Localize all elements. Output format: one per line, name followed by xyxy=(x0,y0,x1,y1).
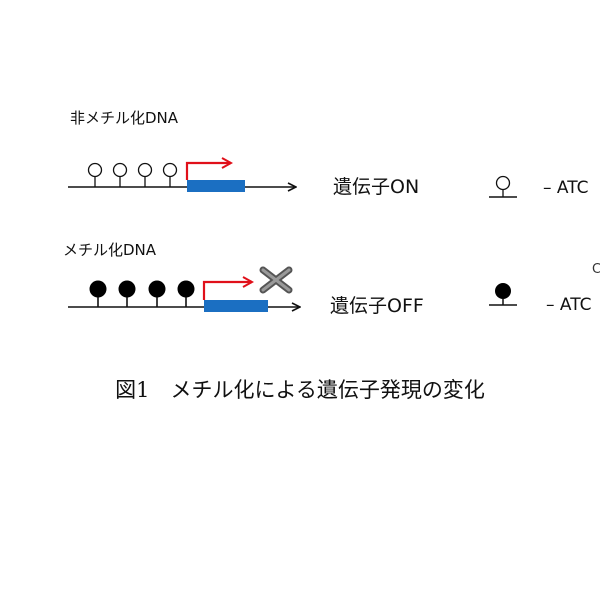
promoter-arrow xyxy=(202,282,252,300)
gene-off-label: 遺伝子OFF xyxy=(330,295,424,317)
methylated-dna-label: メチル化DNA xyxy=(63,241,157,259)
methylation-site-filled xyxy=(177,280,195,307)
legend-open-text: – ATC xyxy=(543,178,589,198)
methylation-site-open xyxy=(137,162,153,187)
methylated-row xyxy=(68,266,300,312)
block-x-mark xyxy=(259,266,293,294)
figure-caption: 図1 メチル化による遺伝子発現の変化 xyxy=(115,378,485,402)
legend-filled-site xyxy=(489,283,517,306)
legend-open-site xyxy=(489,175,517,198)
methylation-site-open xyxy=(112,162,128,187)
gene-box xyxy=(204,300,268,312)
gene-box xyxy=(187,180,245,192)
methylation-site-open xyxy=(162,162,178,187)
methylation-site-open xyxy=(87,162,103,187)
unmethylated-dna-label: 非メチル化DNA xyxy=(70,109,179,127)
methylation-site-filled xyxy=(118,280,136,307)
legend-filled-text: – ATC xyxy=(546,295,592,315)
unmethylated-row xyxy=(68,163,296,192)
promoter-arrow xyxy=(185,163,231,180)
gene-on-label: 遺伝子ON xyxy=(333,176,420,198)
legend-partial-text: C xyxy=(592,262,600,277)
methylation-site-filled xyxy=(89,280,107,307)
methylation-site-filled xyxy=(148,280,166,307)
